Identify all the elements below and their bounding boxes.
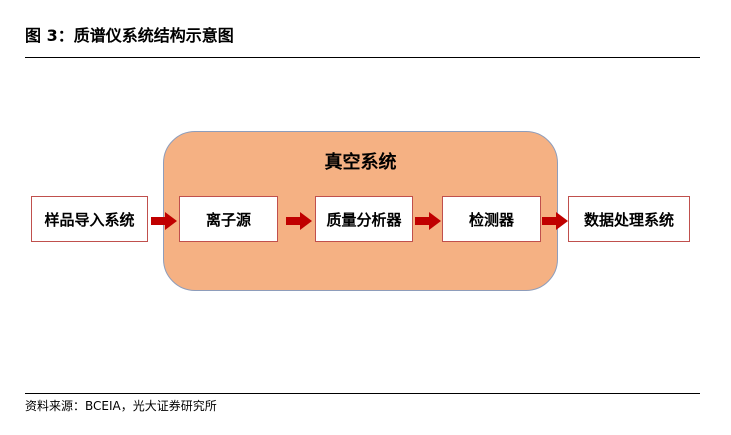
arrow-right-icon — [542, 212, 568, 230]
node-mass-analyzer: 质量分析器 — [315, 196, 413, 242]
title-underline — [25, 57, 700, 58]
arrow-right-icon — [286, 212, 312, 230]
node-detector: 检测器 — [442, 196, 541, 242]
arrow-right-icon — [151, 212, 177, 230]
footer-rule — [25, 393, 700, 394]
source-note: 资料来源：BCEIA，光大证券研究所 — [25, 399, 217, 413]
arrow-shape — [415, 212, 441, 230]
node-ion-source: 离子源 — [179, 196, 278, 242]
vacuum-system-label: 真空系统 — [324, 152, 397, 173]
figure-title: 图 3：质谱仪系统结构示意图 — [25, 26, 234, 45]
arrow-shape — [286, 212, 312, 230]
arrow-shape — [151, 212, 177, 230]
arrow-shape — [542, 212, 568, 230]
node-sample-intro: 样品导入系统 — [31, 196, 148, 242]
arrow-right-icon — [415, 212, 441, 230]
node-data-processing: 数据处理系统 — [568, 196, 690, 242]
